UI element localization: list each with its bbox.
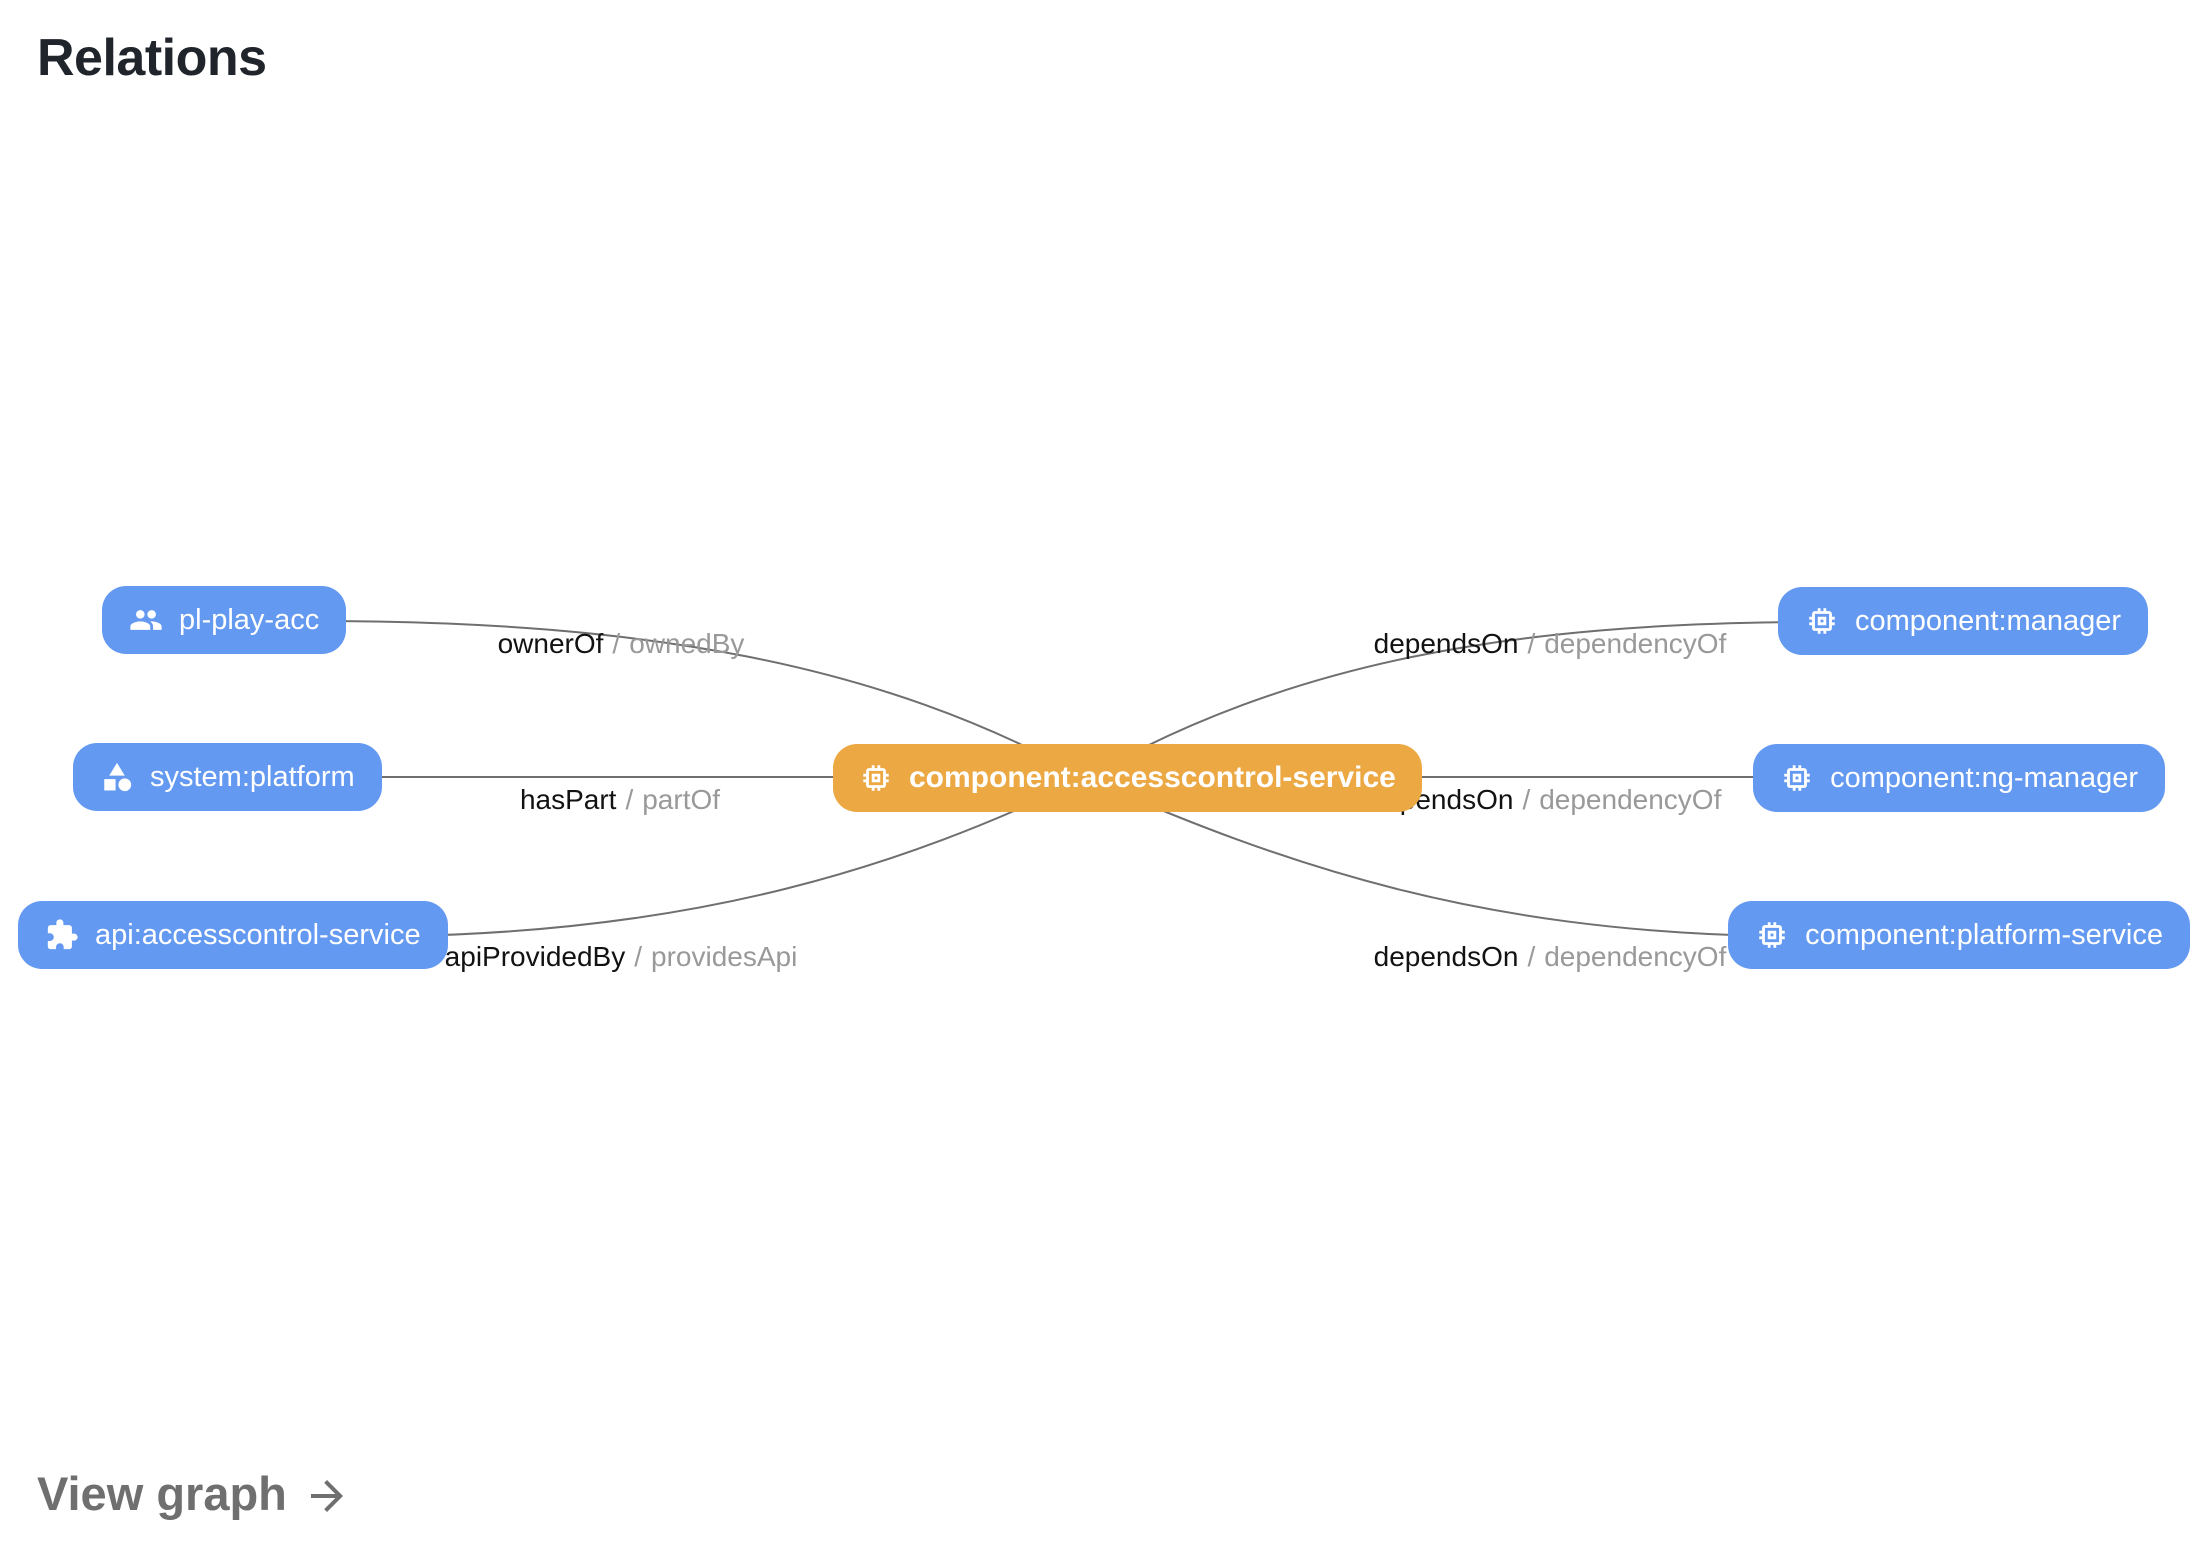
category-shapes-icon [100, 760, 134, 794]
edge-label-haspart: hasPart / partOf [520, 784, 720, 816]
edge-label-dependson-3: dependsOn / dependencyOf [1374, 941, 1727, 973]
group-icon [129, 603, 163, 637]
relation-separator: / [1527, 628, 1536, 659]
edge-ownerof [325, 620, 1087, 779]
node-component-accesscontrol-service[interactable]: component:accesscontrol-service [833, 744, 1422, 812]
node-label: component:accesscontrol-service [909, 761, 1396, 794]
node-component-platform-service[interactable]: component:platform-service [1728, 901, 2190, 969]
edge-label-ownerof: ownerOf / ownedBy [498, 628, 745, 660]
node-label: component:ng-manager [1830, 761, 2138, 794]
node-api-accesscontrol-service[interactable]: api:accesscontrol-service [18, 901, 448, 969]
edge-label-apiprovidedby: apiProvidedBy / providesApi [445, 941, 798, 973]
relation-reverse: dependencyOf [1539, 784, 1722, 815]
memory-chip-icon [1780, 761, 1814, 795]
relation-forward: hasPart [519, 784, 617, 815]
relation-forward: apiProvidedBy [444, 941, 626, 972]
node-pl-play-acc[interactable]: pl-play-acc [102, 586, 347, 654]
relation-reverse: dependencyOf [1544, 941, 1727, 972]
page-title: Relations [37, 29, 267, 87]
relation-reverse: ownedBy [629, 628, 745, 659]
view-graph-link[interactable]: View graph [37, 1466, 351, 1521]
node-label: api:accesscontrol-service [95, 918, 421, 951]
node-label: component:manager [1855, 604, 2121, 637]
edge-dependson-manager [1085, 621, 1813, 779]
arrow-right-icon [303, 1472, 351, 1520]
node-label: system:platform [150, 760, 355, 793]
puzzle-icon [45, 918, 79, 952]
relation-separator: / [612, 628, 621, 659]
node-label: pl-play-acc [179, 603, 320, 636]
node-system-platform[interactable]: system:platform [73, 743, 382, 811]
relation-forward: ownerOf [497, 628, 604, 659]
relation-separator: / [625, 784, 634, 815]
relation-separator: / [1527, 941, 1536, 972]
relation-reverse: providesApi [651, 941, 798, 972]
node-component-ng-manager[interactable]: component:ng-manager [1753, 744, 2165, 812]
memory-chip-icon [1755, 918, 1789, 952]
edge-dependson-platform-service [1085, 777, 1766, 937]
memory-chip-icon [1805, 604, 1839, 638]
relation-forward: dependsOn [1373, 941, 1519, 972]
edge-label-dependson-1: dependsOn / dependencyOf [1374, 628, 1727, 660]
relation-separator: / [1522, 784, 1531, 815]
view-graph-label: View graph [37, 1467, 287, 1520]
edge-apiprovidedby [407, 777, 1087, 937]
memory-chip-icon [859, 761, 893, 795]
relation-reverse: partOf [642, 784, 721, 815]
node-component-manager[interactable]: component:manager [1778, 587, 2148, 655]
relation-forward: dependsOn [1373, 628, 1519, 659]
relation-reverse: dependencyOf [1544, 628, 1727, 659]
node-label: component:platform-service [1805, 918, 2163, 951]
relation-separator: / [634, 941, 643, 972]
